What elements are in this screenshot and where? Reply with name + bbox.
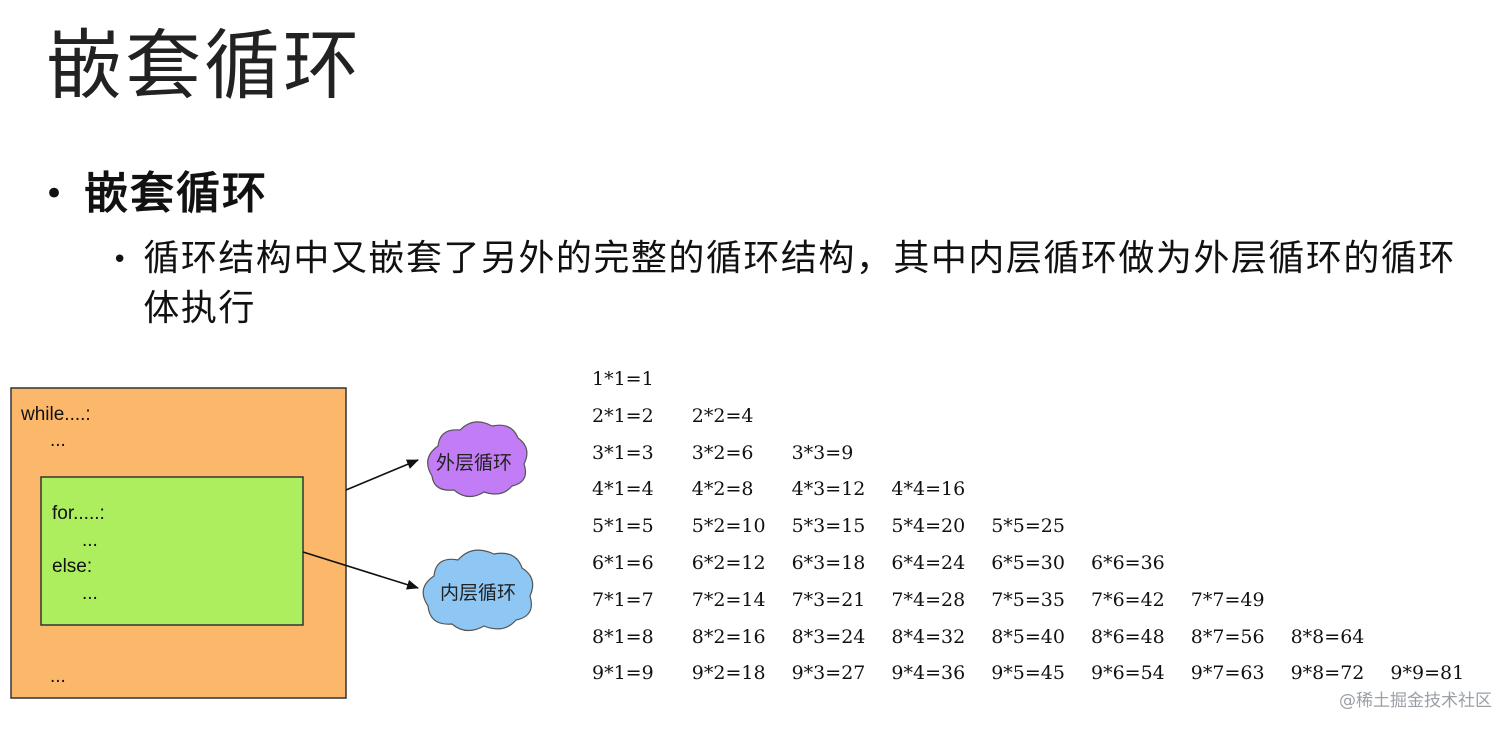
inner-loop-arrow	[302, 551, 419, 590]
table-cell: 8*7=56	[1190, 625, 1265, 648]
bullet-level2-text: 循环结构中又嵌套了另外的完整的循环结构，其中内层循环做为外层循环的循环体执行	[143, 238, 1456, 329]
table-cell: 2*2=4	[691, 404, 754, 427]
table-cell: 6*5=30	[991, 551, 1065, 574]
table-cell: 8*8=64	[1290, 625, 1365, 648]
table-cell: 3*2=6	[691, 441, 754, 464]
table-cell: 6*3=18	[791, 551, 866, 574]
bullet-level2: • 循环结构中又嵌套了另外的完整的循环结构，其中内层循环做为外层循环的循环体执行	[112, 234, 1472, 334]
table-cell: 4*4=16	[891, 478, 966, 501]
table-cell: 9*9=81	[1390, 662, 1465, 685]
table-cell: 8*1=8	[592, 625, 654, 648]
table-cell: 5*2=10	[691, 515, 766, 538]
table-cell: 5*4=20	[891, 515, 966, 538]
table-cell: 8*4=32	[891, 625, 966, 648]
table-cell: 5*5=25	[991, 515, 1065, 538]
table-cell: 9*6=54	[1091, 662, 1165, 685]
inner-loop-body-ellipsis: ...	[82, 530, 98, 551]
inner-loop-cloud-label: 内层循环	[440, 582, 516, 604]
table-cell: 7*3=21	[791, 588, 866, 611]
table-cell: 9*5=45	[991, 662, 1065, 685]
table-cell: 9*7=63	[1190, 662, 1265, 685]
inner-loop-else-ellipsis: ...	[82, 583, 98, 604]
table-cell: 7*7=49	[1190, 588, 1265, 611]
outer-loop-cloud	[427, 421, 528, 498]
table-cell: 9*1=9	[592, 662, 654, 685]
table-cell: 7*1=7	[592, 588, 654, 611]
table-cell: 3*1=3	[592, 441, 654, 464]
inner-loop-else: else:	[52, 556, 92, 577]
bullet-level1-text: 嵌套循环	[84, 168, 269, 219]
table-cell: 4*3=12	[791, 478, 866, 501]
table-cell: 7*6=42	[1091, 588, 1165, 611]
bullet-dot: •	[44, 174, 65, 214]
table-cell: 7*5=35	[991, 588, 1065, 611]
table-cell: 8*2=16	[691, 625, 766, 648]
bullet-level1: • 嵌套循环	[44, 172, 268, 216]
table-cell: 2*1=2	[592, 404, 654, 427]
bullet-dot: •	[112, 245, 128, 275]
inner-loop-box	[40, 476, 304, 626]
table-cell: 8*6=48	[1091, 625, 1165, 648]
table-cell: 8*3=24	[791, 625, 866, 648]
table-cell: 4*2=8	[691, 478, 754, 501]
table-cell: 6*1=6	[592, 551, 654, 574]
outer-loop-ellipsis-top: ...	[50, 430, 66, 451]
table-cell: 7*2=14	[691, 588, 766, 611]
table-cell: 6*2=12	[691, 551, 766, 574]
inner-loop-header: for.....:	[52, 503, 105, 524]
table-cell: 1*1=1	[592, 368, 654, 390]
inner-loop-cloud	[422, 549, 534, 632]
table-cell: 6*4=24	[891, 551, 966, 574]
outer-loop-ellipsis-bottom: ...	[50, 666, 66, 687]
table-cell: 3*3=9	[791, 441, 854, 464]
table-cell: 9*3=27	[791, 662, 866, 685]
table-cell: 5*1=5	[592, 515, 654, 538]
table-cell: 5*3=15	[791, 515, 866, 538]
outer-loop-cloud-label: 外层循环	[436, 452, 512, 474]
watermark: @稀土掘金技术社区	[1339, 691, 1492, 711]
table-cell: 9*2=18	[691, 662, 766, 685]
table-cell: 6*6=36	[1091, 551, 1165, 574]
nested-loop-diagram: while....: ... for.....: ... else: ... .…	[10, 387, 534, 699]
slide-title: 嵌套循环	[46, 21, 362, 110]
table-cell: 9*4=36	[891, 662, 966, 685]
table-cell: 7*4=28	[891, 588, 966, 611]
table-cell: 8*5=40	[991, 625, 1065, 648]
table-cell: 4*1=4	[592, 478, 654, 501]
outer-loop-header: while....:	[20, 404, 91, 425]
outer-loop-arrow	[345, 459, 419, 491]
table-cell: 9*8=72	[1290, 662, 1365, 685]
